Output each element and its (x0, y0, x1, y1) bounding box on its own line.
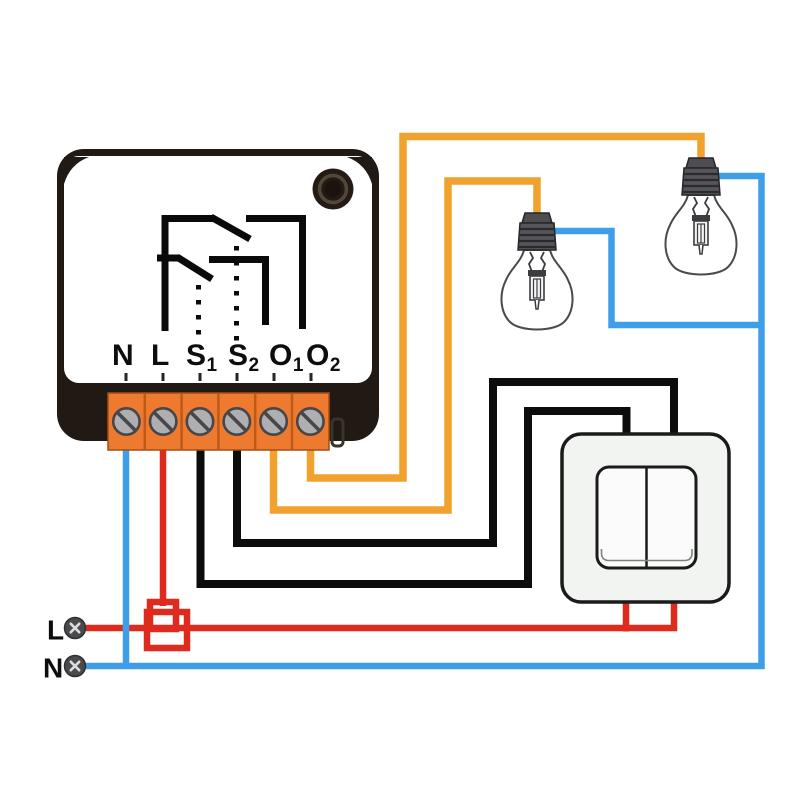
terminal-label-s1: S1 (186, 339, 218, 376)
live-circuit (86, 438, 678, 652)
screw-terminal-o2[interactable] (295, 406, 326, 437)
relay-module: N L S1 S2 O1 O2 (57, 149, 379, 451)
schematic-output2-line (246, 215, 306, 329)
terminal-dividers (143, 394, 294, 449)
terminal-block (107, 392, 345, 451)
neutral-bulb1-link (552, 227, 759, 329)
supply-terminals: L N (43, 615, 87, 684)
module-corner-ear-right (347, 157, 372, 184)
neutral-supply-label: N (43, 653, 63, 684)
junction-box-inner (146, 598, 180, 633)
reset-button-icon[interactable] (312, 168, 354, 210)
signal-circuit (196, 378, 678, 588)
terminal-label-o1: O1 (269, 339, 304, 376)
switch-rocker-depth-line (600, 549, 693, 562)
live-supply-label: L (47, 615, 64, 646)
switch2-signal-wire (233, 378, 678, 547)
module-corner-ear-left (64, 157, 89, 184)
module-clip-tab (330, 417, 345, 448)
screw-terminal-n[interactable] (111, 406, 142, 437)
terminal-ticks (124, 373, 313, 381)
output2-wire (306, 132, 705, 482)
terminal-label-s2: S2 (228, 339, 260, 376)
switch1-signal-wire (196, 407, 631, 588)
switched-circuit (269, 132, 705, 514)
neutral-supply-node-icon (63, 654, 87, 678)
terminal-label-l: L (151, 339, 170, 372)
internal-schematic (157, 213, 306, 342)
schematic-relay1-arm (175, 254, 214, 282)
wall-switch (560, 432, 731, 604)
screw-terminal-s1[interactable] (185, 406, 215, 437)
terminal-label-n: N (112, 339, 134, 372)
neutral-circuit (86, 172, 765, 670)
schematic-relay2-arm (209, 213, 252, 243)
terminal-label-o2: O2 (306, 339, 341, 376)
live-supply-node-icon (63, 616, 87, 640)
output1-wire (269, 177, 541, 514)
schematic-live-bus (161, 215, 213, 331)
screw-terminal-s2[interactable] (221, 406, 252, 437)
screw-terminal-l[interactable] (148, 406, 179, 437)
neutral-main-line (86, 172, 765, 670)
screw-terminal-o1[interactable] (258, 406, 289, 437)
schematic-output1-line (209, 256, 269, 325)
live-main-line (86, 598, 678, 632)
module-face (64, 156, 372, 383)
